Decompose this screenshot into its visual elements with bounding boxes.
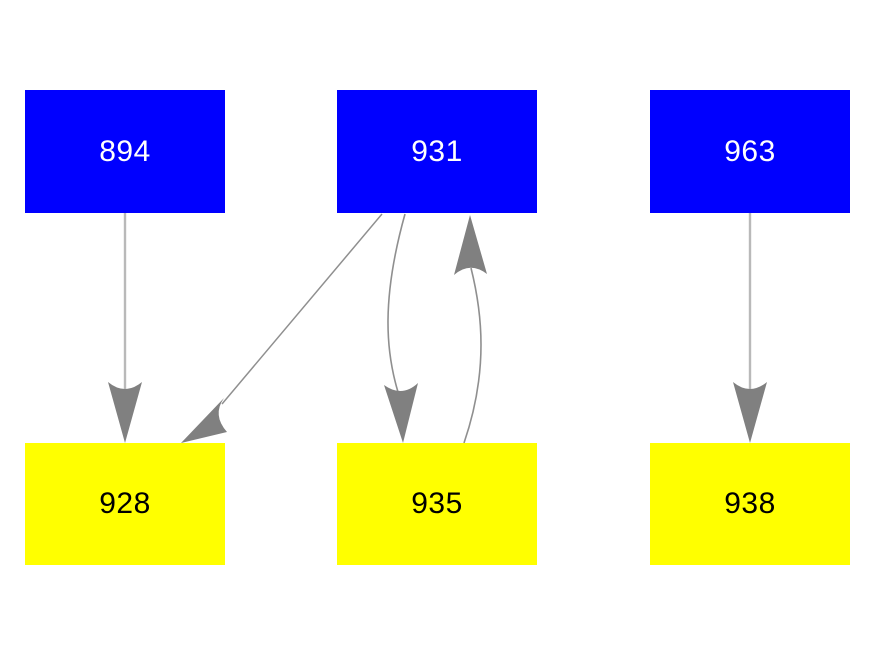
node-label: 963 (724, 134, 776, 168)
node-label: 894 (99, 134, 151, 168)
arrowhead-icon (108, 382, 142, 443)
edge-line (463, 267, 482, 444)
edge-931-to-928 (181, 213, 383, 443)
arrowhead-icon (384, 383, 418, 443)
node-931[interactable]: 931 (337, 90, 537, 213)
arrowhead-icon (733, 382, 767, 443)
edge-931-to-935 (384, 213, 418, 443)
edge-line (221, 213, 383, 405)
edge-963-to-938 (733, 213, 767, 443)
node-935[interactable]: 935 (337, 443, 537, 565)
edge-894-to-928 (108, 213, 142, 443)
node-963[interactable]: 963 (650, 90, 850, 213)
node-label: 928 (99, 487, 151, 520)
arrowhead-icon (454, 215, 487, 275)
node-label: 938 (724, 487, 776, 520)
node-938[interactable]: 938 (650, 443, 850, 565)
node-894[interactable]: 894 (25, 90, 225, 213)
node-label: 931 (411, 134, 463, 168)
edge-line (387, 213, 406, 393)
arrowhead-icon (181, 398, 227, 443)
node-928[interactable]: 928 (25, 443, 225, 565)
edge-935-to-931 (454, 215, 487, 444)
node-label: 935 (411, 487, 463, 520)
